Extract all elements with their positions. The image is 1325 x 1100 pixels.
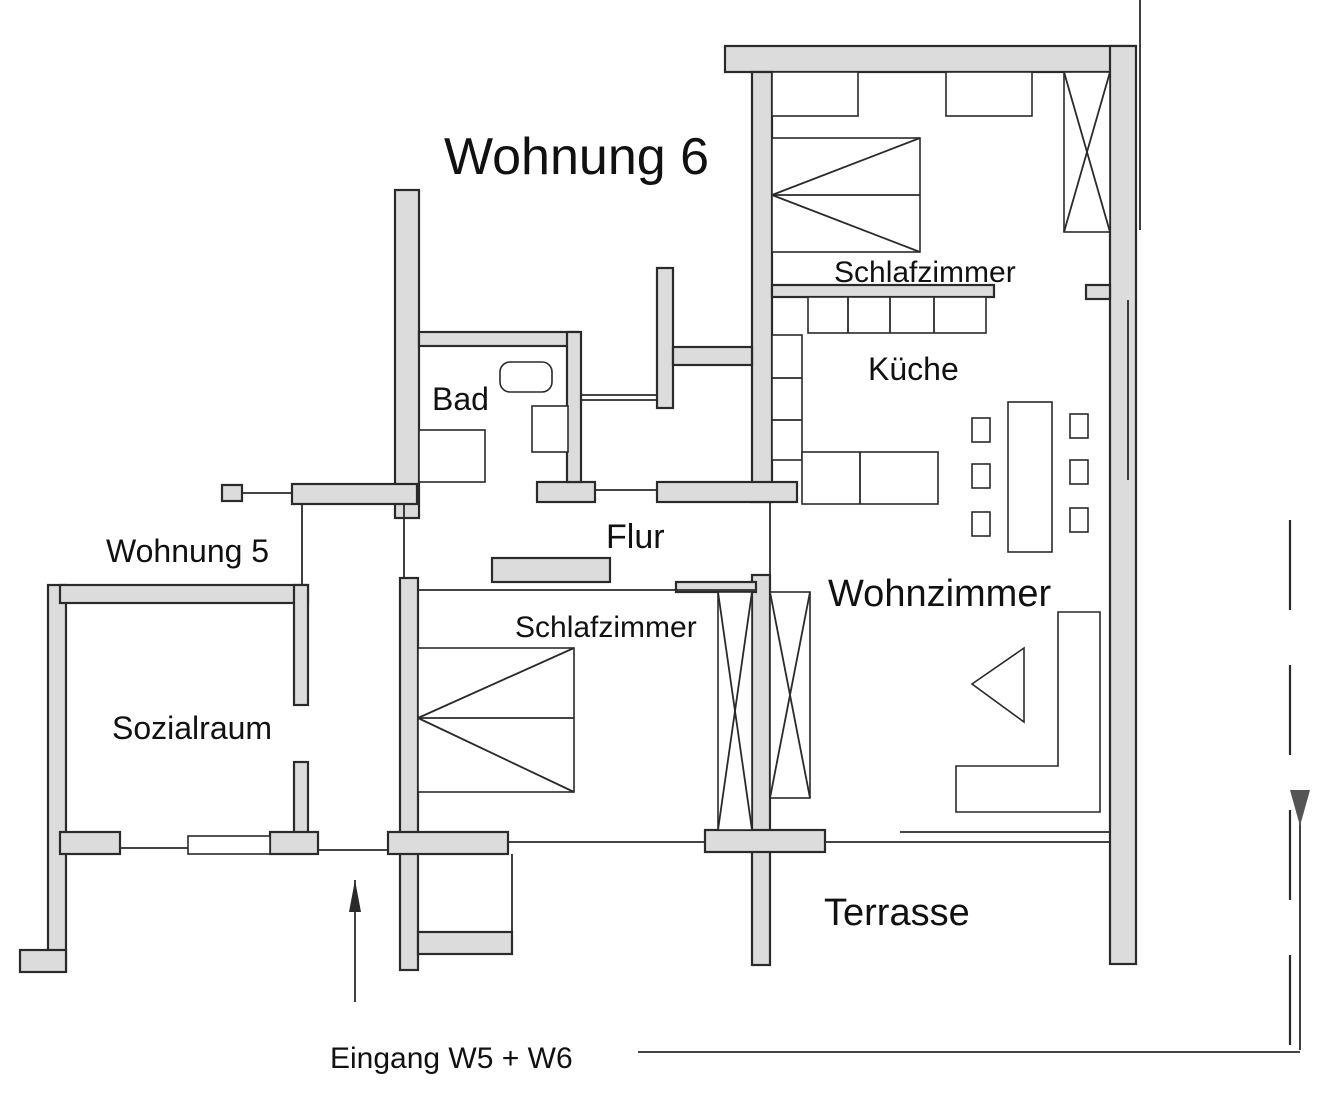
label-terrasse: Terrasse <box>824 892 970 934</box>
labels: Wohnung 6 Schlafzimmer Küche Bad Flur Wo… <box>106 128 1051 1075</box>
wall-lower-center <box>703 828 827 854</box>
wall-sozial-bottom-left <box>58 830 122 856</box>
kitchen-counter-bottom <box>801 451 939 505</box>
bath-sink <box>499 361 553 393</box>
wall-sozial-bottom-right <box>268 830 320 856</box>
label-schlafzimmer-bottom: Schlafzimmer <box>515 611 697 644</box>
bath-shower <box>418 429 486 483</box>
wall-bath-top <box>417 330 581 348</box>
wall-bath-right <box>565 330 583 484</box>
thin-lines <box>120 0 1141 932</box>
wall-bath-bottom-left <box>290 482 419 506</box>
label-schlafzimmer-top: Schlafzimmer <box>834 256 1016 289</box>
wall-top <box>723 44 1137 74</box>
wall-w5-stub <box>220 483 244 503</box>
kitchen-counter-top <box>807 296 987 334</box>
sofa <box>955 611 1101 813</box>
wall-stub <box>655 266 675 410</box>
walls <box>18 44 1138 974</box>
label-bad: Bad <box>432 381 489 417</box>
wall-terrace-step <box>416 930 514 956</box>
wall-sozial-right-upper <box>292 583 310 707</box>
kitchen-counter-left <box>771 334 803 461</box>
wall-right <box>1108 44 1138 966</box>
label-flur: Flur <box>606 518 665 556</box>
wall-sozial-left <box>46 583 68 973</box>
label-kueche: Küche <box>868 351 959 387</box>
wall-sz-lower-top-right <box>674 580 758 594</box>
label-wohnzimmer: Wohnzimmer <box>828 573 1051 615</box>
wall-stub-connector <box>671 345 754 367</box>
wall-bath-bottom-mid <box>535 480 597 504</box>
wall-sozial-top <box>58 583 310 605</box>
bath-toilet <box>531 405 569 453</box>
wall-center-lower <box>750 573 772 967</box>
furniture <box>417 71 1111 831</box>
wall-sozial-foot <box>18 948 68 974</box>
wall-left-lower <box>398 576 420 972</box>
bed-bottom <box>417 647 575 793</box>
wall-lower-left <box>386 830 510 856</box>
label-eingang: Eingang W5 + W6 <box>330 1042 573 1075</box>
wall-bath-bottom-right <box>655 480 799 504</box>
annotations <box>349 520 1310 1053</box>
wall-schlafzimmer-bottom-right <box>1084 283 1112 301</box>
label-wohnung5: Wohnung 5 <box>106 533 269 569</box>
wall-bath-left <box>393 188 421 520</box>
tv-stand <box>970 646 1025 724</box>
dining-table <box>1007 401 1053 553</box>
wall-sozial-right-lower <box>292 760 310 839</box>
plan-title: Wohnung 6 <box>444 128 709 186</box>
wall-sz-lower-top <box>490 556 612 584</box>
wall-center-upper <box>750 70 774 504</box>
label-sozialraum: Sozialraum <box>112 710 272 746</box>
